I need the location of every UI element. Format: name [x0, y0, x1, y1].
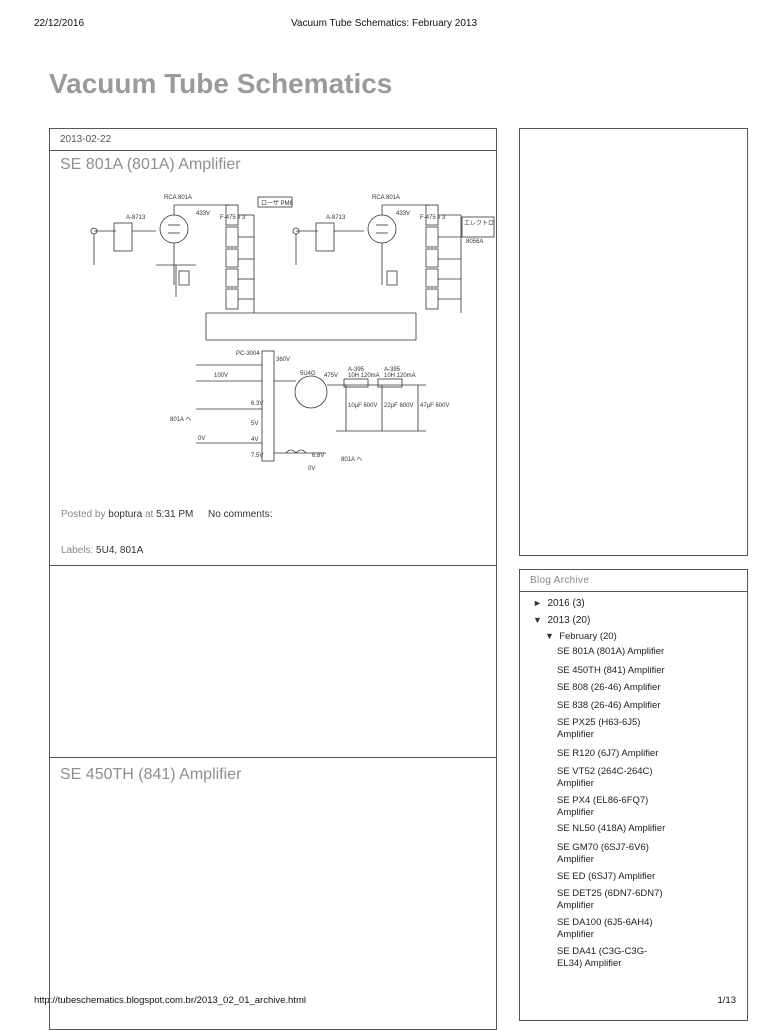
archive-year-2013[interactable]: ▼ 2013 (20) [533, 615, 590, 626]
archive-year-2016[interactable]: ► 2016 (3) [533, 598, 585, 609]
archive-post-link[interactable]: SE GM70 (6SJ7-6V6) Amplifier [557, 842, 649, 865]
posted-by-label: Posted by [61, 509, 106, 520]
divider [520, 591, 747, 592]
labels-links[interactable]: 5U4, 801A [96, 545, 144, 556]
speaker-box-right-sub: 8056A [466, 239, 483, 245]
at-label: at [144, 509, 154, 520]
post-title[interactable]: SE 801A (801A) Amplifier [60, 156, 241, 173]
cap-label-3: 47µF 600V [420, 403, 449, 409]
archive-title: Blog Archive [530, 575, 590, 586]
tube-right-label: RCA 801A [372, 195, 400, 201]
label-0v-2: 0V [308, 466, 315, 472]
expand-arrow-icon[interactable]: ► [533, 598, 542, 608]
archive-post-link[interactable]: SE DET25 (6DN7-6DN7) Amplifier [557, 888, 663, 911]
post-title[interactable]: SE 450TH (841) Amplifier [60, 766, 242, 783]
speaker-box-left: ローザ PM6 [261, 200, 294, 207]
post-meta: Posted by boptura at 5:31 PM [61, 509, 193, 520]
labels-label: Labels: [61, 545, 94, 556]
blog-title[interactable]: Vacuum Tube Schematics [49, 68, 393, 99]
archive-post-link[interactable]: SE PX25 (H63-6J5) Amplifier [557, 717, 641, 740]
archive-post-link[interactable]: SE PX4 (EL86-6FQ7) Amplifier [557, 795, 649, 818]
choke-label-2: A-395 [384, 367, 401, 373]
post-labels: Labels: 5U4, 801A [61, 545, 143, 556]
comments-link[interactable]: No comments: [208, 509, 273, 520]
v5-label: 5V [251, 421, 258, 427]
rectifier-label: 5U4G [300, 371, 316, 377]
archive-post-link[interactable]: SE 450TH (841) Amplifier [557, 665, 665, 676]
archive-month-february[interactable]: ▼ February (20) [545, 631, 617, 642]
month-label[interactable]: February [559, 631, 598, 642]
speaker-box-right: エレクトロ ボイス [464, 219, 496, 227]
print-date: 22/12/2016 [34, 18, 85, 29]
main-column [49, 128, 497, 1030]
month-count: (20) [599, 631, 617, 642]
v68-label: 6.8V [312, 453, 324, 459]
year-label[interactable]: 2016 [547, 598, 570, 609]
choke-spec-2: 10H 120mA [384, 373, 416, 379]
archive-post-link[interactable]: SE R120 (6J7) Amplifier [557, 748, 659, 759]
year-count: (20) [572, 615, 591, 626]
tube-left-label: RCA 801A [164, 195, 192, 201]
xfmr-out-right: F-475 x 3 [420, 215, 446, 221]
v75-label: 7.5V [251, 453, 263, 459]
xfmr-a-left: A-8713 [126, 215, 146, 221]
print-page-number: 1/13 [717, 995, 737, 1006]
author-link[interactable]: boptura [108, 509, 143, 520]
archive-post-link[interactable]: SE 801A (801A) Amplifier [557, 646, 665, 657]
sidebar-box [519, 128, 748, 556]
divider [50, 757, 496, 758]
collapse-arrow-icon[interactable]: ▼ [533, 615, 542, 625]
divider [50, 565, 496, 566]
archive-post-link[interactable]: SE NL50 (418A) Amplifier [557, 823, 666, 834]
archive-post-link[interactable]: SE DA100 (6J5-6AH4) Amplifier [557, 917, 653, 940]
archive-post-link[interactable]: SE VT52 (264C-264C) Amplifier [557, 766, 653, 789]
blog-archive-widget [519, 569, 748, 1021]
divider [50, 150, 496, 151]
out-voltage-label: 475V [324, 373, 338, 379]
archive-post-link[interactable]: SE DA41 (C3G-C3G-EL34) Amplifier [557, 946, 648, 969]
archive-post-link[interactable]: SE 808 (26-46) Amplifier [557, 682, 661, 693]
plate-voltage-right: 433V [396, 211, 410, 217]
choke-label-1: A-395 [348, 367, 365, 373]
xfmr-a-right: A-8713 [326, 215, 346, 221]
cap-label-2: 22µF 600V [384, 403, 413, 409]
archive-post-link[interactable]: SE 838 (26-46) Amplifier [557, 700, 661, 711]
v100-label: 100V [214, 373, 228, 379]
print-title: Vacuum Tube Schematics: February 2013 [290, 18, 478, 29]
year-label[interactable]: 2013 [547, 615, 570, 626]
cap-label-1: 10µF 600V [348, 403, 377, 409]
plate-voltage-left: 433V [196, 211, 210, 217]
label-801a-1: 801A へ [170, 417, 191, 423]
collapse-arrow-icon[interactable]: ▼ [545, 631, 554, 641]
print-url: http://tubeschematics.blogspot.com.br/20… [34, 995, 306, 1006]
xfmr-out-left: F-475 x 3 [220, 215, 246, 221]
label-0v-1: 0V [198, 436, 205, 442]
choke-spec-1: 10H 120mA [348, 373, 380, 379]
label-801a-2: 801A へ [341, 457, 362, 463]
v4-label: 4V [251, 437, 258, 443]
power-xfmr-label: PC-3004 [236, 351, 260, 357]
post-time-link[interactable]: 5:31 PM [156, 509, 194, 520]
year-count: (3) [572, 598, 585, 609]
v6-label: 6.3V [251, 401, 263, 407]
post-date: 2013-02-22 [60, 134, 112, 145]
schematic-image: RCA 801A RCA 801A F-475 x 3 F-475 x 3 A-… [86, 185, 514, 485]
archive-post-link[interactable]: SE ED (6SJ7) Amplifier [557, 871, 656, 882]
v360-label: 360V [276, 357, 290, 363]
